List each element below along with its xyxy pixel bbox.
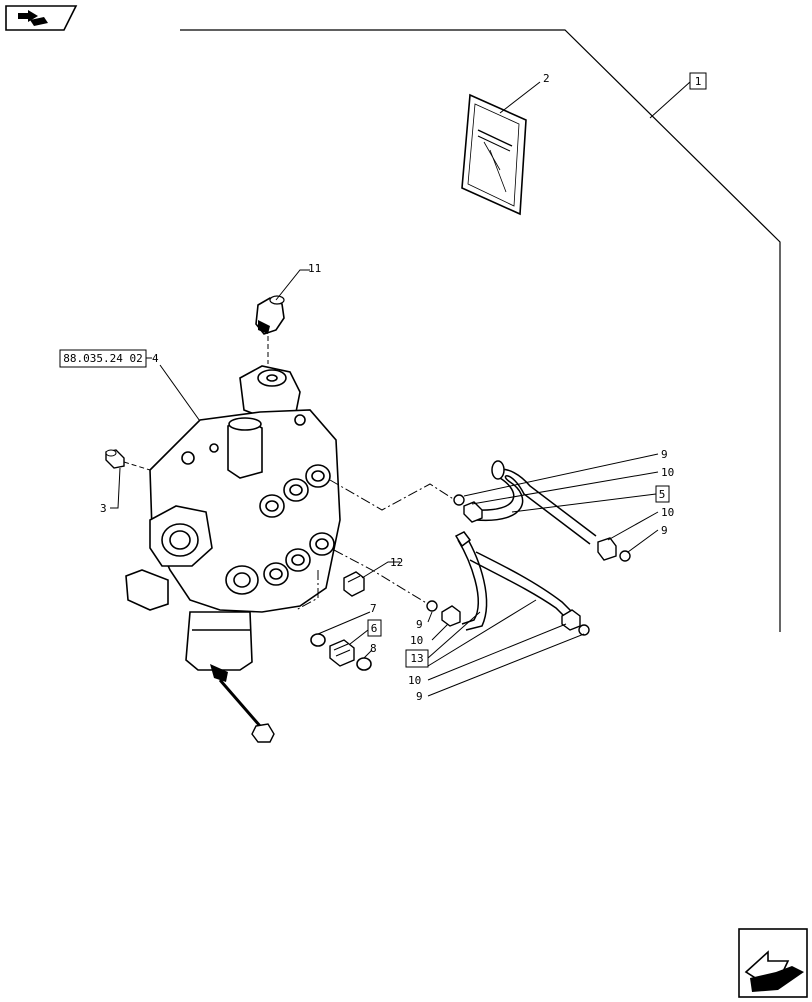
callout-9d[interactable]: 9 — [416, 690, 423, 703]
callout-10a[interactable]: 10 — [661, 466, 674, 479]
next-page-button[interactable] — [738, 928, 808, 998]
callout-9a[interactable]: 9 — [661, 448, 668, 461]
callout-box-1 — [689, 72, 707, 90]
tube-upper-fittings — [453, 494, 631, 562]
leader-13a — [427, 611, 481, 659]
leader-9a — [463, 453, 659, 497]
elbow-fitting — [255, 295, 285, 364]
callout-6[interactable]: 6 — [371, 622, 378, 635]
instruction-sheet — [461, 93, 527, 216]
callout-11[interactable]: 11 — [308, 262, 321, 275]
kit-bracket-line — [180, 29, 781, 632]
leader-6 — [349, 629, 369, 645]
leader-9c — [427, 611, 433, 623]
tube-upper — [475, 460, 597, 545]
control-valve — [125, 365, 341, 671]
callout-2[interactable]: 2 — [543, 72, 550, 85]
leader-13b — [427, 599, 537, 667]
tube-lower-fittings — [426, 600, 590, 636]
tube-lower — [454, 531, 573, 631]
callout-4[interactable]: 4 — [152, 352, 159, 365]
leader-3 — [110, 467, 121, 509]
leader-9d — [427, 633, 585, 697]
leader-10c — [431, 623, 449, 641]
callout-10d[interactable]: 10 — [408, 674, 421, 687]
leader-5 — [511, 493, 657, 513]
callout-10c[interactable]: 10 — [410, 634, 423, 647]
solenoid-cable — [210, 664, 275, 743]
next-page-arrow-icon — [738, 928, 808, 998]
callout-box-13 — [405, 649, 429, 668]
callout-10b[interactable]: 10 — [661, 506, 674, 519]
callout-8[interactable]: 8 — [370, 642, 377, 655]
callout-3[interactable]: 3 — [100, 502, 107, 515]
callout-9b[interactable]: 9 — [661, 524, 668, 537]
leader-11 — [275, 269, 310, 301]
callout-9c[interactable]: 9 — [416, 618, 423, 631]
callout-13[interactable]: 13 — [410, 652, 423, 665]
callout-box-5 — [655, 485, 670, 503]
callout-5[interactable]: 5 — [659, 488, 666, 501]
reference-label[interactable]: 88.035.24 02 — [63, 352, 142, 365]
pin — [105, 449, 151, 471]
leader-7 — [317, 611, 371, 635]
callout-1[interactable]: 1 — [695, 75, 702, 88]
plug — [343, 571, 365, 597]
back-arrow-icon — [5, 5, 78, 31]
leader-9b — [627, 529, 659, 553]
back-button[interactable] — [4, 4, 78, 32]
callout-box-6 — [367, 619, 382, 637]
adapter-fitting — [310, 633, 372, 671]
leader-1 — [649, 81, 691, 119]
leader-12 — [361, 561, 400, 579]
callout-7[interactable]: 7 — [370, 602, 377, 615]
leader-8 — [363, 649, 373, 659]
leader-10a — [471, 471, 659, 505]
callout-12[interactable]: 12 — [390, 556, 403, 569]
leader-10b — [607, 511, 659, 541]
leader-2 — [499, 81, 541, 114]
leader-10d — [427, 623, 567, 681]
assembly-lines — [295, 479, 459, 611]
